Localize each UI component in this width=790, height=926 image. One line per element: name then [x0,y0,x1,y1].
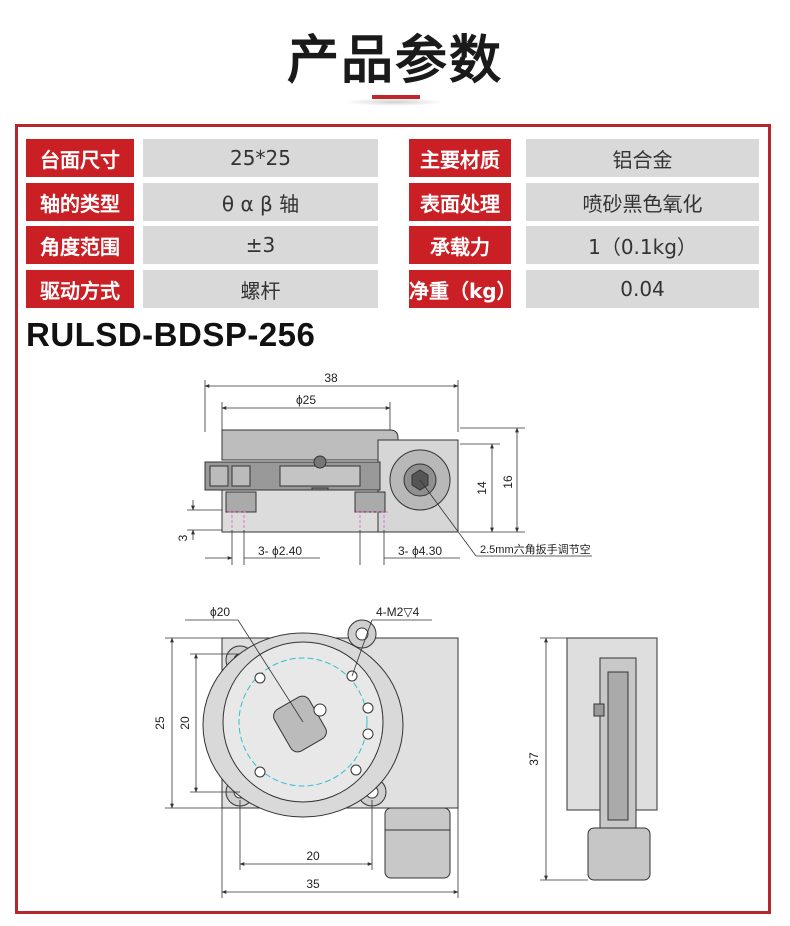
dim-b-20: 20 [306,849,320,863]
spec-label-angle-range: 角度范围 [26,226,134,264]
hex-wrench-note: 2.5mm六角扳手调节空 [480,542,591,556]
spec-value-load: 1（0.1kg） [526,226,759,264]
side-view [540,637,658,881]
spec-value-weight: 0.04 [526,270,759,308]
spec-value-surface: 喷砂黑色氧化 [526,183,759,221]
dim-3: 3 [176,534,190,541]
title-shadow [345,98,445,106]
spec-label-material: 主要材质 [409,139,511,177]
dim-14: 14 [475,481,489,495]
dim-b-35: 35 [306,877,320,891]
front-view [187,380,592,565]
dim-16: 16 [501,475,515,489]
spec-label-surface: 表面处理 [409,183,511,221]
spec-label-weight: 净重（kg） [409,270,517,308]
spec-label-axis-type: 轴的类型 [26,183,134,221]
dim-v-25: 25 [153,716,167,730]
spec-value-angle-range: ±3 [143,226,378,264]
spec-label-drive: 驱动方式 [26,270,134,308]
content-frame [15,124,771,914]
title-underline [372,95,420,99]
dim-v-20: 20 [178,716,192,730]
model-number: RULSD-BDSP-256 [26,316,316,353]
dim-side-37: 37 [527,752,541,766]
dim-hole-large: 3- ϕ4.30 [398,544,442,558]
spec-value-drive: 螺杆 [143,270,378,308]
top-view [165,619,459,898]
dim-dia-20: ϕ20 [210,605,230,619]
page-title: 产品参数 [286,31,503,91]
spec-label-load: 承载力 [409,226,511,264]
spec-label-table-size: 台面尺寸 [26,139,134,177]
spec-value-table-size: 25*25 [143,139,378,177]
thread-note: 4-M2▽4 [376,605,420,619]
spec-value-material: 铝合金 [526,139,759,177]
dim-hole-small: 3- ϕ2.40 [258,544,302,558]
dim-dia-25: ϕ25 [296,393,316,407]
dim-38: 38 [324,371,338,385]
spec-value-axis-type: θ α β 轴 [143,183,378,221]
